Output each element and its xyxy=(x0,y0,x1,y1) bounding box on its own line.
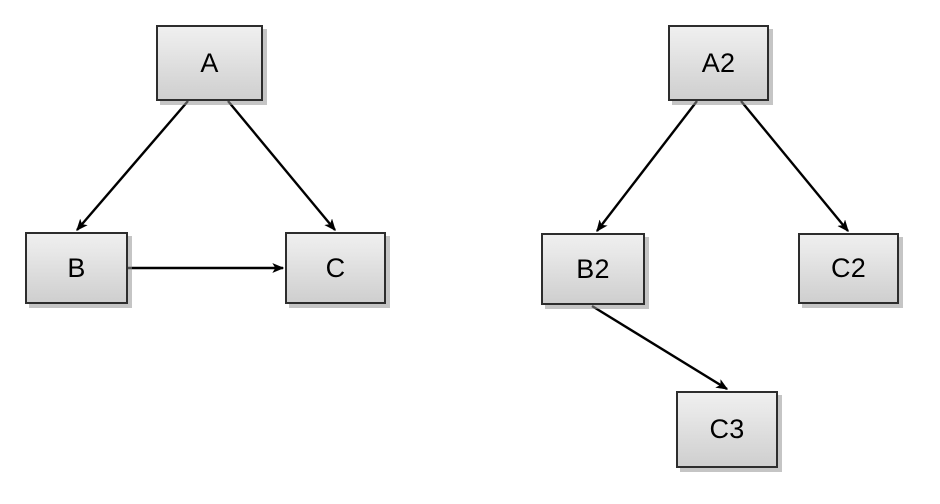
edge-b2-to-c3[interactable] xyxy=(591,304,727,391)
node-label: C xyxy=(325,252,346,283)
node-a[interactable]: A xyxy=(156,25,263,101)
node-c3[interactable]: C3 xyxy=(676,391,778,468)
node-label: B xyxy=(67,252,86,283)
node-b2[interactable]: B2 xyxy=(541,233,645,305)
node-label: A xyxy=(200,47,219,78)
node-c[interactable]: C xyxy=(285,232,386,304)
edge-a2-to-b2[interactable] xyxy=(596,100,698,231)
edge-a2-to-c2[interactable] xyxy=(740,100,849,231)
node-a2[interactable]: A2 xyxy=(668,25,769,101)
edge-a-to-b[interactable] xyxy=(76,100,189,230)
node-c2[interactable]: C2 xyxy=(798,233,899,304)
node-label: C2 xyxy=(831,253,866,283)
node-label: C3 xyxy=(709,414,745,444)
node-label: B2 xyxy=(576,253,610,284)
node-label: A2 xyxy=(701,47,736,78)
node-b[interactable]: B xyxy=(25,232,128,304)
edges-group xyxy=(76,100,849,391)
edge-a-to-c[interactable] xyxy=(227,100,336,230)
